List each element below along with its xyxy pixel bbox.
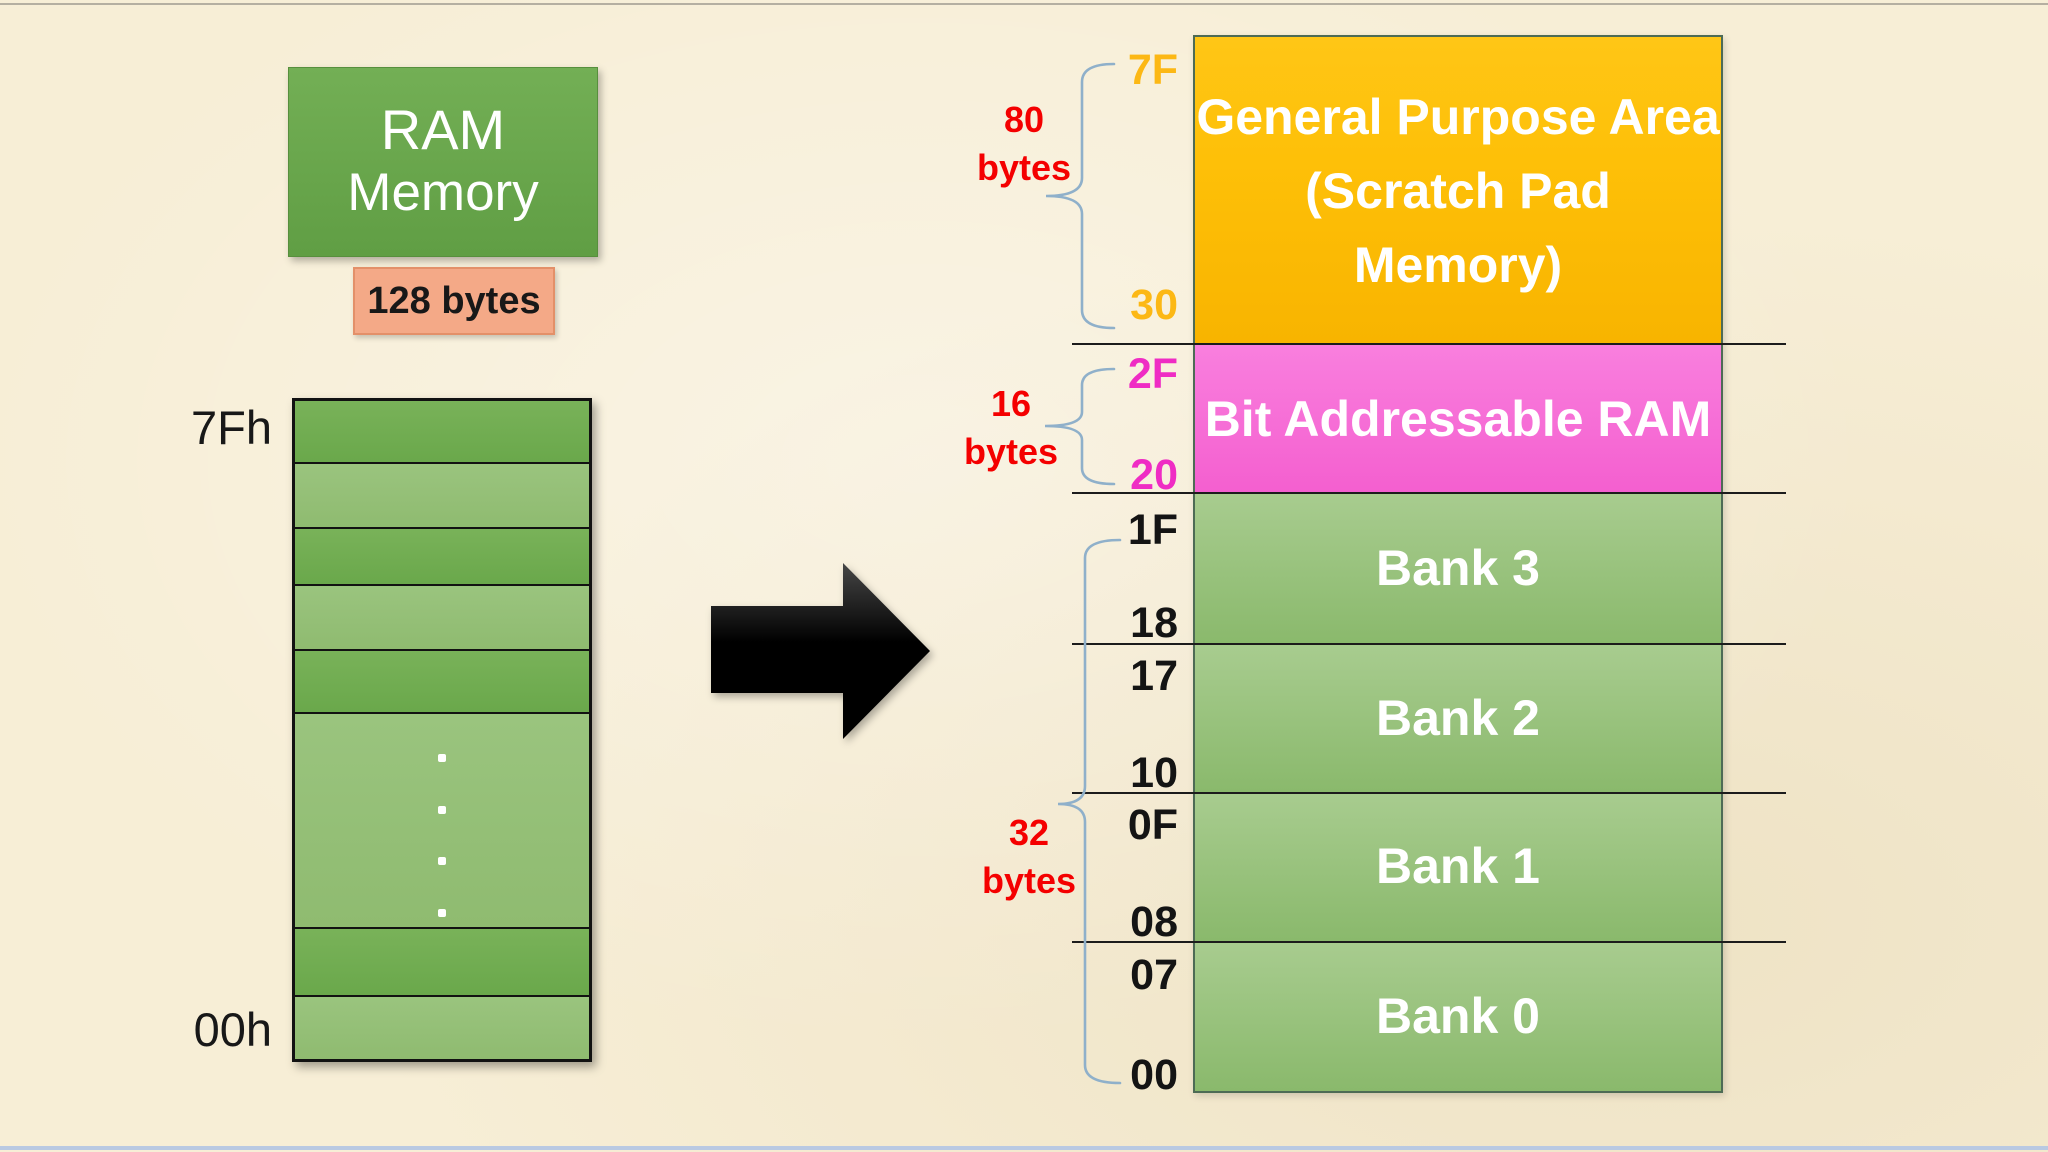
slide-bottom-border: [0, 1146, 2048, 1150]
stack-row: [295, 527, 589, 585]
region-label: Bank 0: [1376, 987, 1540, 1044]
separator-line: [1072, 643, 1786, 645]
address-label-07: 07: [1130, 951, 1178, 999]
stack-bottom-address: 00h: [193, 1003, 272, 1056]
region-bit-addressable: Bit Addressable RAM: [1195, 344, 1721, 494]
stack-row-ellipsis: [295, 711, 589, 927]
separator-line: [1072, 492, 1786, 494]
title-line-1: RAM: [380, 98, 506, 161]
ram-stack: [292, 398, 592, 1062]
stack-row: [295, 994, 589, 1060]
region-label-line: (Scratch Pad Memory): [1305, 162, 1611, 293]
bytes-value: 80: [1003, 99, 1045, 140]
region-label-line: General Purpose Area: [1196, 88, 1720, 145]
stack-row: [295, 926, 589, 995]
region-label: Bank 3: [1376, 540, 1540, 597]
title-line-2: Memory: [347, 163, 539, 222]
separator-line: [1072, 941, 1786, 943]
bytes-value: 32: [1008, 812, 1050, 853]
bytes-unit: bytes: [976, 147, 1072, 188]
stack-row: [295, 584, 589, 650]
bytes-count-32: 32 bytes: [949, 809, 1109, 905]
bytes-count-16: 16 bytes: [931, 380, 1091, 476]
ellipsis-dot: [438, 856, 446, 865]
address-label-2f: 2F: [1127, 350, 1178, 398]
region-label: Bank 2: [1376, 689, 1540, 746]
stack-top-address: 7Fh: [191, 401, 272, 454]
region-label: Bit Addressable RAM: [1204, 391, 1712, 448]
region-bank-1: Bank 1: [1195, 792, 1721, 941]
separator-line: [1072, 343, 1786, 345]
address-label-0f: 0F: [1127, 801, 1178, 849]
address-label-20: 20: [1130, 451, 1178, 499]
address-label-10: 10: [1130, 749, 1178, 797]
memory-map: General Purpose Area (Scratch Pad Memory…: [1193, 35, 1723, 1093]
bytes-unit: bytes: [963, 431, 1059, 472]
address-label-08: 08: [1130, 898, 1178, 946]
stack-row: [295, 401, 589, 463]
stack-row: [295, 462, 589, 528]
address-label-00: 00: [1130, 1051, 1178, 1099]
address-label-18: 18: [1130, 599, 1178, 647]
bytes-unit: bytes: [981, 860, 1077, 901]
total-size-badge: 128 bytes: [353, 267, 555, 335]
bytes-value: 16: [990, 383, 1032, 424]
stack-row: [295, 649, 589, 712]
slide-top-border: [0, 3, 2048, 5]
region-general-purpose: General Purpose Area (Scratch Pad Memory…: [1195, 37, 1721, 345]
ram-memory-title-box: RAM Memory: [288, 67, 598, 257]
address-label-7f: 7F: [1127, 46, 1178, 94]
region-label: Bank 1: [1376, 838, 1540, 895]
address-label-1f: 1F: [1127, 506, 1178, 554]
address-label-30: 30: [1130, 281, 1178, 329]
ellipsis-dot: [438, 805, 446, 814]
region-bank-3: Bank 3: [1195, 493, 1721, 644]
separator-line: [1072, 792, 1786, 794]
ellipsis-dot: [438, 753, 446, 762]
region-bank-2: Bank 2: [1195, 643, 1721, 793]
bytes-count-80: 80 bytes: [944, 96, 1104, 192]
region-bank-0: Bank 0: [1195, 940, 1721, 1091]
address-label-17: 17: [1130, 652, 1178, 700]
ellipsis-dot: [438, 908, 446, 917]
